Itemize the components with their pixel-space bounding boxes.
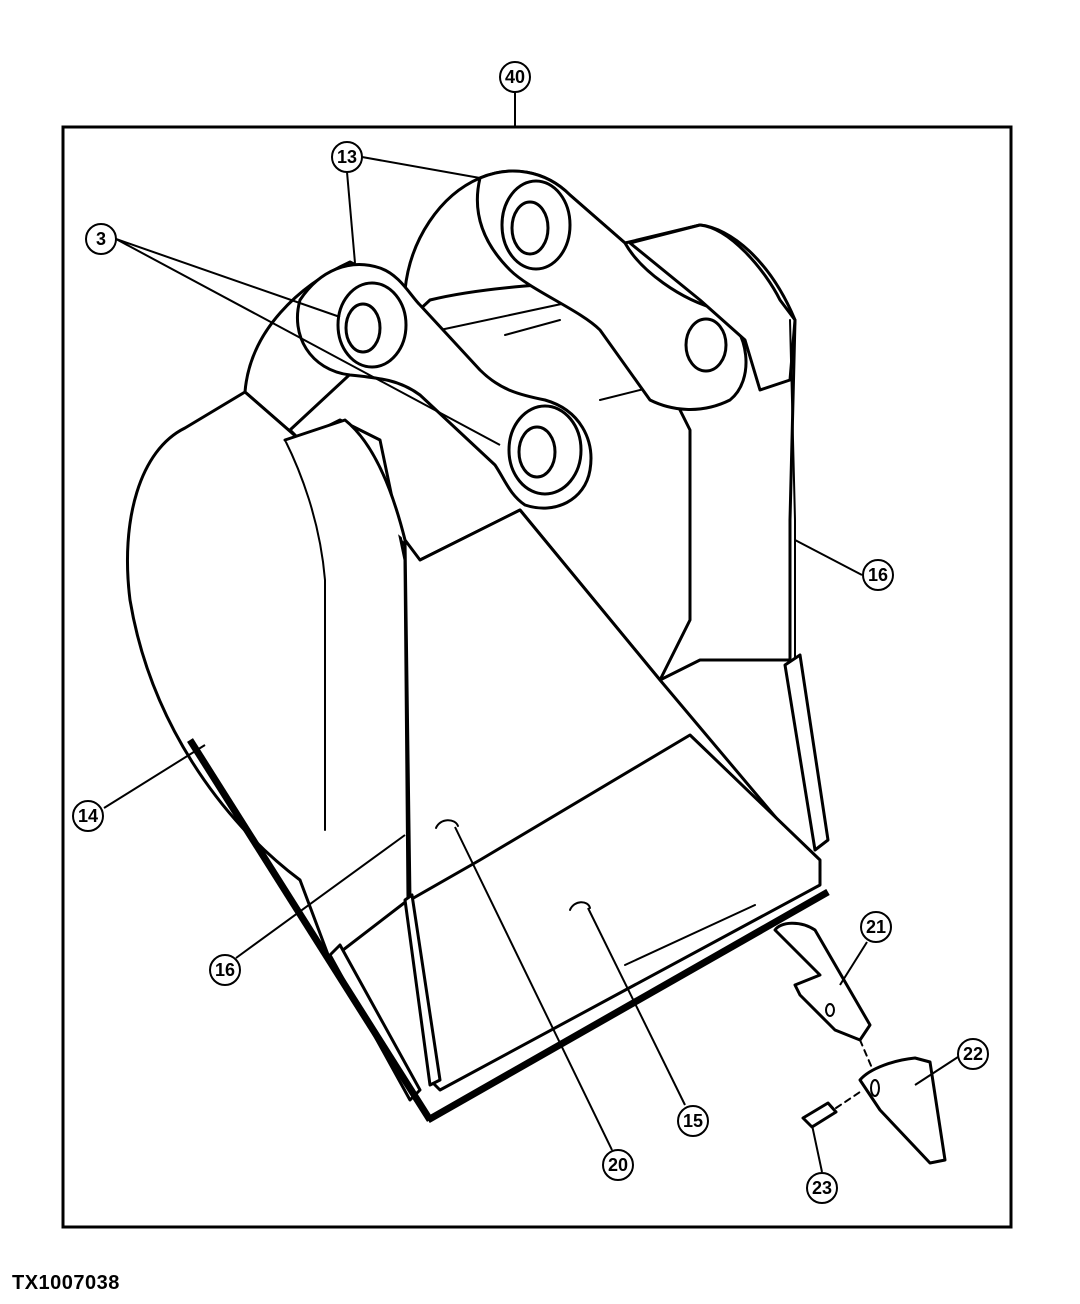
cutting-edge [426, 888, 830, 1124]
tooth-parts [773, 921, 947, 1165]
leader-21 [839, 941, 868, 986]
callout-3: 3 [85, 223, 117, 255]
leader-16-left [235, 834, 406, 959]
assembly-frame [61, 125, 1013, 1229]
link-hole-right [684, 317, 728, 373]
callout-21: 21 [860, 911, 892, 943]
leader-15 [587, 907, 686, 1106]
leader-23 [811, 1124, 823, 1173]
callout-23: 23 [806, 1172, 838, 1204]
callout-40-label: 40 [505, 67, 525, 87]
alignment-line [859, 1039, 876, 1076]
right-side-plate [628, 223, 797, 392]
callout-21-label: 21 [866, 917, 886, 937]
callout-16-left: 16 [209, 954, 241, 986]
callout-13-label: 13 [337, 147, 357, 167]
callout-20: 20 [602, 1149, 634, 1181]
bushing-lower-bore [517, 425, 557, 479]
tube-highlight [504, 319, 561, 336]
figure-id: TX1007038 [12, 1272, 120, 1294]
callout-23-label: 23 [812, 1178, 832, 1198]
right-wear-strip [783, 653, 830, 852]
callout-20-label: 20 [608, 1155, 628, 1175]
callout-14-label: 14 [78, 806, 98, 826]
bucket-illustration [126, 169, 830, 1124]
side-plate-inner-edge [284, 439, 326, 831]
leader-14 [103, 744, 206, 809]
bushing-upper-right-bore [510, 200, 550, 256]
callout-3-label: 3 [96, 229, 106, 249]
left-side-plate [126, 390, 410, 962]
heel-edge [187, 738, 433, 1122]
callout-22-label: 22 [963, 1044, 983, 1064]
leader-16-right [794, 539, 863, 576]
leader-13-a [361, 156, 481, 179]
leader-20 [454, 826, 613, 1151]
callout-16-right: 16 [862, 559, 894, 591]
leader-lines [103, 92, 959, 1173]
pin-to-tooth-line [835, 1091, 861, 1109]
callout-13: 13 [331, 141, 363, 173]
callout-15-label: 15 [683, 1111, 703, 1131]
bushing-upper-left-bore [344, 302, 382, 354]
callout-16-right-label: 16 [868, 565, 888, 585]
leader-13-b [346, 171, 356, 264]
tube-highlight [439, 299, 581, 331]
leader-3-b [115, 238, 501, 446]
retainer-pin [801, 1101, 838, 1129]
callout-15: 15 [677, 1105, 709, 1137]
leader-3-a [115, 238, 341, 318]
callout-40: 40 [499, 61, 531, 93]
tooth-adapter [773, 921, 872, 1042]
callout-16-left-label: 16 [215, 960, 235, 980]
adapter-pin-hole [825, 1003, 835, 1017]
callout-14: 14 [72, 800, 104, 832]
leader-22 [914, 1056, 959, 1086]
floor-hook-mark [569, 901, 591, 911]
tooth-point [858, 1056, 947, 1165]
left-wear-strip [403, 893, 442, 1087]
floor-seam [624, 904, 756, 966]
floor-hook-mark [435, 819, 459, 829]
floor-seam [479, 734, 691, 861]
tooth-slot [870, 1079, 880, 1097]
callout-22: 22 [957, 1038, 989, 1070]
callouts: 40 13 3 16 14 16 21 22 [72, 61, 989, 1204]
